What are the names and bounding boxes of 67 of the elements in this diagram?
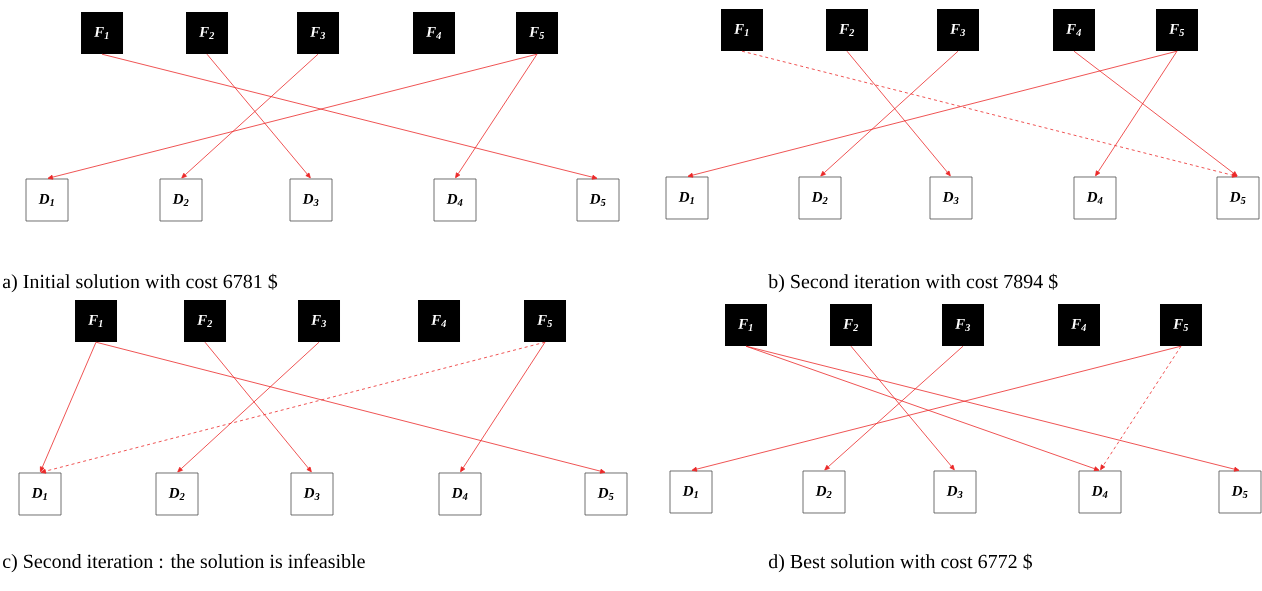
arrow	[1073, 50, 1238, 177]
arrow	[745, 345, 1240, 472]
demand-box: D$_{5}$	[584, 472, 628, 516]
demand-box: D$_{4}$	[1078, 470, 1122, 514]
arrow	[691, 345, 1182, 472]
arrow	[47, 53, 538, 180]
demand-box: D$_{3}$	[290, 472, 334, 516]
demand-box: D$_{4}$	[438, 472, 482, 516]
facility-box: F$_{2}$	[830, 304, 872, 346]
facility-box: F$_{3}$	[297, 12, 339, 54]
arrow	[455, 53, 538, 179]
arrow	[460, 341, 546, 473]
caption: a) Initial solution with cost 6781 $	[2, 273, 278, 293]
facility-box: F$_{5}$	[524, 300, 566, 342]
facility-box: F$_{4}$	[1058, 304, 1100, 346]
facility-box: F$_{4}$	[413, 12, 455, 54]
facility-box: F$_{1}$	[75, 300, 117, 342]
facility-box: F$_{2}$	[826, 9, 868, 51]
arrow	[95, 341, 606, 474]
arrow	[745, 345, 1100, 471]
demand-box: D$_{3}$	[933, 470, 977, 514]
arrow	[824, 345, 964, 471]
demand-box: D$_{1}$	[18, 472, 62, 516]
demand-box: D$_{5}$	[1216, 176, 1260, 220]
arrow	[181, 53, 319, 179]
facility-box: F$_{2}$	[184, 300, 226, 342]
facility-box: F$_{3}$	[942, 304, 984, 346]
facility-box: F$_{1}$	[721, 9, 763, 51]
facility-box: F$_{5}$	[1160, 304, 1202, 346]
demand-box: D$_{1}$	[25, 178, 69, 222]
arrow	[846, 50, 951, 177]
arrow	[40, 341, 546, 474]
demand-box: D$_{1}$	[665, 176, 709, 220]
demand-box: D$_{3}$	[929, 176, 973, 220]
demand-box: D$_{3}$	[289, 178, 333, 222]
arrow	[204, 341, 312, 473]
caption: b) Second iteration with cost 7894 $	[768, 273, 1058, 293]
arrow	[850, 345, 955, 471]
facility-box: F$_{5}$	[516, 12, 558, 54]
demand-box: D$_{5}$	[1218, 470, 1262, 514]
demand-box: D$_{4}$	[433, 178, 477, 222]
arrow	[206, 53, 311, 179]
arrow	[1100, 345, 1182, 471]
caption: d) Best solution with cost 6772 $	[768, 553, 1033, 573]
demand-box: D$_{1}$	[669, 470, 713, 514]
facility-box: F$_{2}$	[186, 12, 228, 54]
facility-box: F$_{4}$	[1053, 9, 1095, 51]
arrow	[741, 50, 1238, 178]
arrow	[177, 341, 320, 473]
facility-box: F$_{5}$	[1156, 9, 1198, 51]
facility-box: F$_{3}$	[298, 300, 340, 342]
demand-box: D$_{4}$	[1073, 176, 1117, 220]
facility-box: F$_{1}$	[81, 12, 123, 54]
demand-box: D$_{2}$	[798, 176, 842, 220]
demand-box: D$_{5}$	[576, 178, 620, 222]
arrow	[1095, 50, 1178, 177]
demand-box: D$_{2}$	[802, 470, 846, 514]
facility-box: F$_{4}$	[418, 300, 460, 342]
arrow	[820, 50, 959, 177]
arrow	[40, 341, 97, 473]
demand-box: D$_{2}$	[155, 472, 199, 516]
facility-box: F$_{3}$	[937, 9, 979, 51]
demand-box: D$_{2}$	[159, 178, 203, 222]
arrow	[101, 53, 598, 180]
caption: c) Second iteration : the solution is infeasible	[3, 553, 365, 573]
arrow	[687, 50, 1178, 178]
facility-box: F$_{1}$	[725, 304, 767, 346]
